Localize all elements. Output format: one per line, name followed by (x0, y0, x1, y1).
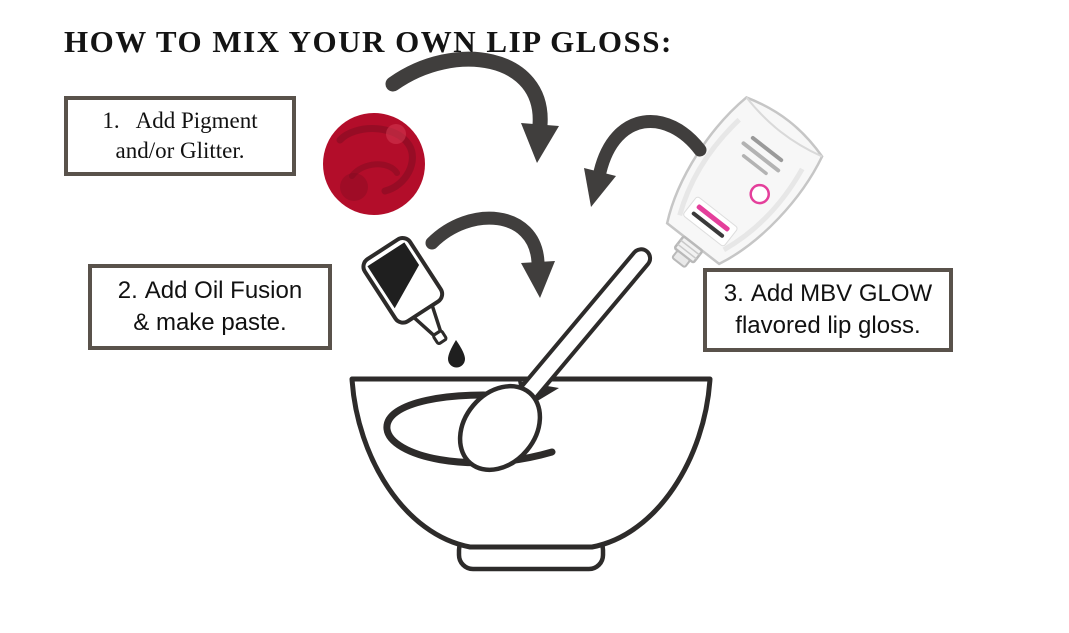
step-3-line-2: flavored lip gloss. (735, 312, 921, 339)
lip-gloss-pouch-icon (665, 95, 824, 268)
mixing-bowl-icon (349, 376, 713, 572)
step-3-line-1: 3.Add MBV GLOW (724, 278, 932, 310)
step-1-number: 1. (102, 107, 120, 133)
step-3-box: 3.Add MBV GLOW flavored lip gloss. (703, 268, 953, 352)
oil-drop-icon (448, 340, 465, 368)
step-2-number: 2. (117, 277, 138, 305)
step-1-text: Add Pigment (135, 107, 258, 133)
step-2-line-2: & make paste. (133, 309, 287, 336)
page-title: HOW TO MIX YOUR OWN LIP GLOSS: (64, 24, 673, 59)
dropper-bottle-icon (361, 236, 448, 346)
pigment-pan-icon (323, 113, 425, 215)
flow-arrow-3-icon (425, 211, 555, 298)
step-1-line-1: 1. Add Pigment (102, 106, 257, 136)
step-2-text: Add Oil Fusion (144, 277, 303, 305)
step-2-box: 2.Add Oil Fusion & make paste. (88, 264, 332, 350)
flow-arrow-2-icon (584, 115, 707, 207)
step-1-box: 1. Add Pigment and/or Glitter. (64, 96, 296, 176)
flow-arrow-1-icon (385, 51, 559, 163)
step-3-text: Add MBV GLOW (750, 280, 933, 308)
spoon-icon (457, 247, 653, 473)
step-2-line-1: 2.Add Oil Fusion (118, 275, 302, 307)
step-3-number: 3. (723, 280, 744, 308)
step-1-line-2: and/or Glitter. (115, 138, 245, 163)
